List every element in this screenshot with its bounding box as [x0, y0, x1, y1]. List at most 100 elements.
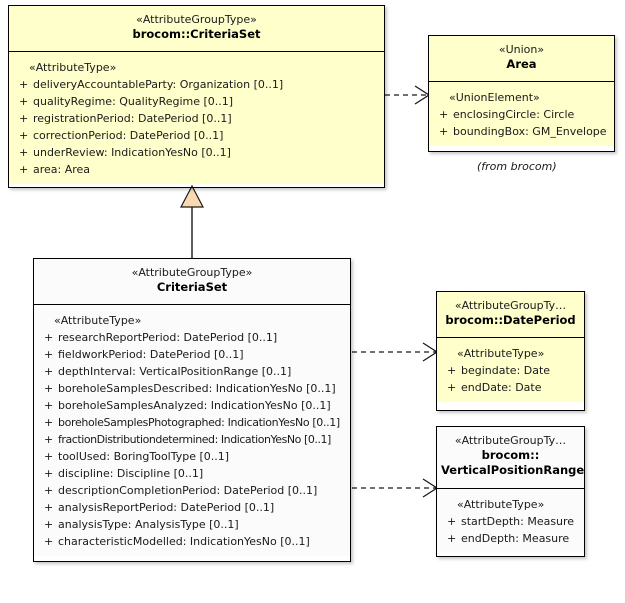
class-name: CriteriaSet	[156, 280, 228, 294]
attribute-row: + endDate: Date	[441, 379, 580, 396]
attribute-row: + fractionDistributiondetermined: Indica…	[38, 431, 346, 448]
class-attributes-area: «UnionElement» + enclosingCircle: Circle…	[429, 82, 614, 146]
attribute-text: qualityRegime: QualityRegime [0..1]	[33, 95, 234, 108]
attribute-visibility: +	[19, 163, 29, 176]
attribute-text: analysisType: AnalysisType [0..1]	[58, 518, 239, 531]
attribute-text: boreholeSamplesAnalyzed: IndicationYesNo…	[58, 399, 331, 412]
attribute-row: + toolUsed: BoringToolType [0..1]	[38, 448, 346, 465]
attribute-visibility: +	[44, 382, 54, 395]
attribute-row: + characteristicModelled: IndicationYesN…	[38, 533, 346, 550]
attribute-row: + boundingBox: GM_Envelope	[433, 123, 610, 140]
class-box-criteriaset[interactable]: «AttributeGroupType» CriteriaSet «Attrib…	[33, 258, 351, 562]
class-attributes-dateperiod: «AttributeType» + begindate: Date + endD…	[437, 338, 584, 402]
class-name-line2: VerticalPositionRange	[441, 463, 585, 477]
attribute-visibility: +	[44, 433, 54, 446]
attribute-text: toolUsed: BoringToolType [0..1]	[58, 450, 230, 463]
connector-generalization-criteriaset	[180, 184, 204, 258]
attribute-row: + startDepth: Measure	[441, 513, 580, 530]
attribute-visibility: +	[439, 108, 449, 121]
class-name: brocom::DatePeriod	[445, 313, 576, 327]
attribute-visibility: +	[447, 515, 457, 528]
attribute-text: startDepth: Measure	[461, 515, 575, 528]
class-attributes-verticalpositionrange: «AttributeType» + startDepth: Measure + …	[437, 489, 584, 553]
attribute-row: + deliveryAccountableParty: Organization…	[13, 76, 380, 93]
attribute-text: researchReportPeriod: DatePeriod [0..1]	[58, 331, 278, 344]
attribute-group-stereotype: «AttributeType»	[457, 498, 545, 511]
attribute-text: correctionPeriod: DatePeriod [0..1]	[33, 129, 224, 142]
attribute-group-stereotype: «AttributeType»	[457, 347, 545, 360]
attribute-text: analysisReportPeriod: DatePeriod [0..1]	[58, 501, 275, 514]
attribute-visibility: +	[19, 146, 29, 159]
attribute-text: characteristicModelled: IndicationYesNo …	[58, 535, 310, 548]
attribute-visibility: +	[44, 518, 54, 531]
class-box-area[interactable]: «Union» Area «UnionElement» + enclosingC…	[428, 35, 615, 152]
attribute-visibility: +	[44, 365, 54, 378]
attribute-row: + researchReportPeriod: DatePeriod [0..1…	[38, 329, 346, 346]
attribute-visibility: +	[19, 95, 29, 108]
attribute-row: + boreholeSamplesDescribed: IndicationYe…	[38, 380, 346, 397]
attribute-text: enclosingCircle: Circle	[453, 108, 575, 121]
attribute-group-stereotype: «AttributeType»	[29, 61, 117, 74]
class-header-brocom-criteriaset: «AttributeGroupType» brocom::CriteriaSet	[9, 6, 384, 52]
class-header-verticalpositionrange: «AttributeGroupTy… brocom:: VerticalPosi…	[437, 427, 584, 489]
attribute-text: underReview: IndicationYesNo [0..1]	[33, 146, 231, 159]
attribute-row: + area: Area	[13, 161, 380, 178]
attribute-row: + descriptionCompletionPeriod: DatePerio…	[38, 482, 346, 499]
class-box-brocom-criteriaset[interactable]: «AttributeGroupType» brocom::CriteriaSet…	[8, 5, 385, 188]
attribute-text: discipline: Discipline [0..1]	[58, 467, 204, 480]
attribute-visibility: +	[19, 78, 29, 91]
attribute-row: + boreholeSamplesAnalyzed: IndicationYes…	[38, 397, 346, 414]
attribute-visibility: +	[439, 125, 449, 138]
attribute-visibility: +	[447, 381, 457, 394]
attribute-text: descriptionCompletionPeriod: DatePeriod …	[58, 484, 318, 497]
attribute-visibility: +	[44, 348, 54, 361]
connector-criteriaset-to-verticalpositionrange	[352, 478, 439, 498]
attribute-group-stereotype: «UnionElement»	[449, 91, 540, 104]
class-box-dateperiod[interactable]: «AttributeGroupTy… brocom::DatePeriod «A…	[436, 291, 585, 411]
class-header-criteriaset: «AttributeGroupType» CriteriaSet	[34, 259, 350, 305]
attribute-row: + begindate: Date	[441, 362, 580, 379]
class-header-area: «Union» Area	[429, 36, 614, 82]
attribute-text: endDepth: Measure	[461, 532, 570, 545]
attribute-row: + fieldworkPeriod: DatePeriod [0..1]	[38, 346, 346, 363]
attribute-row: + enclosingCircle: Circle	[433, 106, 610, 123]
attribute-row: + qualityRegime: QualityRegime [0..1]	[13, 93, 380, 110]
attribute-row: + registrationPeriod: DatePeriod [0..1]	[13, 110, 380, 127]
area-package-caption: (from brocom)	[477, 160, 557, 173]
class-stereotype: «Union»	[498, 43, 545, 56]
attribute-visibility: +	[44, 484, 54, 497]
attribute-text: boreholeSamplesPhotographed: IndicationY…	[58, 416, 340, 429]
attribute-text: boreholeSamplesDescribed: IndicationYesN…	[58, 382, 336, 395]
attribute-text: endDate: Date	[461, 381, 542, 394]
attribute-row: + underReview: IndicationYesNo [0..1]	[13, 144, 380, 161]
attribute-text: area: Area	[33, 163, 91, 176]
attribute-visibility: +	[44, 467, 54, 480]
connector-criteriaset-to-area	[385, 85, 431, 105]
attribute-row: + analysisType: AnalysisType [0..1]	[38, 516, 346, 533]
attribute-text: begindate: Date	[461, 364, 551, 377]
class-name: Area	[506, 57, 537, 71]
attribute-visibility: +	[447, 364, 457, 377]
class-box-verticalpositionrange[interactable]: «AttributeGroupTy… brocom:: VerticalPosi…	[436, 426, 585, 557]
attribute-visibility: +	[44, 450, 54, 463]
attribute-visibility: +	[44, 416, 54, 429]
attribute-group-stereotype: «AttributeType»	[54, 314, 142, 327]
class-stereotype: «AttributeGroupTy…	[454, 434, 567, 447]
attribute-text: depthInterval: VerticalPositionRange [0.…	[58, 365, 292, 378]
attribute-visibility: +	[19, 129, 29, 142]
class-attributes-brocom-criteriaset: «AttributeType» + deliveryAccountablePar…	[9, 52, 384, 184]
class-stereotype: «AttributeGroupTy…	[454, 299, 567, 312]
attribute-visibility: +	[44, 399, 54, 412]
class-name-line1: brocom::	[481, 448, 540, 462]
connector-criteriaset-to-dateperiod	[352, 342, 439, 362]
attribute-row: + depthInterval: VerticalPositionRange […	[38, 363, 346, 380]
class-name: brocom::CriteriaSet	[132, 27, 261, 41]
attribute-text: fieldworkPeriod: DatePeriod [0..1]	[58, 348, 244, 361]
attribute-visibility: +	[44, 535, 54, 548]
attribute-visibility: +	[44, 501, 54, 514]
attribute-visibility: +	[447, 532, 457, 545]
attribute-visibility: +	[19, 112, 29, 125]
attribute-visibility: +	[44, 331, 54, 344]
attribute-text: registrationPeriod: DatePeriod [0..1]	[33, 112, 232, 125]
